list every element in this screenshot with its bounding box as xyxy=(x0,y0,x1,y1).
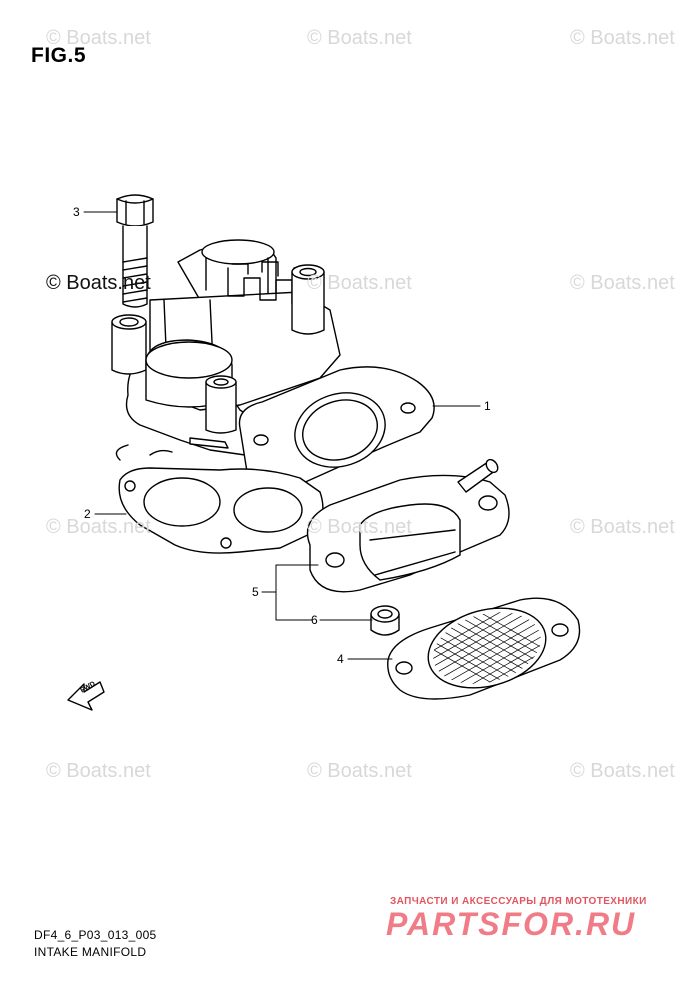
figure-title: FIG.5 xyxy=(31,44,87,67)
bolt-part[interactable] xyxy=(116,194,154,308)
watermark: © Boats.net xyxy=(570,760,675,782)
insulator-part[interactable] xyxy=(306,457,510,593)
watermark: © Boats.net xyxy=(46,27,151,49)
brand-logo[interactable]: PARTSFOR.RU xyxy=(386,906,637,942)
callout-2[interactable]: 2 xyxy=(84,507,91,521)
callout-3[interactable]: 3 xyxy=(73,205,80,219)
callout-5[interactable]: 5 xyxy=(252,585,259,599)
watermark: © Boats.net xyxy=(307,27,412,49)
fwd-arrow-icon xyxy=(67,681,105,711)
screen-gasket-part[interactable] xyxy=(387,578,581,722)
collar-part[interactable] xyxy=(370,605,400,636)
diagram-code: DF4_6_P03_013_005 xyxy=(34,928,157,942)
gasket-part[interactable] xyxy=(115,444,324,554)
leader-lines xyxy=(83,211,481,660)
watermark: © Boats.net xyxy=(570,27,675,49)
watermark: © Boats.net xyxy=(307,760,412,782)
callout-4[interactable]: 4 xyxy=(337,652,344,666)
watermark: © Boats.net xyxy=(570,272,675,294)
watermark: © Boats.net xyxy=(570,516,675,538)
callout-1[interactable]: 1 xyxy=(484,399,491,413)
watermark: © Boats.net xyxy=(307,516,412,538)
watermark: © Boats.net xyxy=(46,516,151,538)
callout-6[interactable]: 6 xyxy=(311,613,318,627)
brand-tagline: ЗАПЧАСТИ И АКСЕССУАРЫ ДЛЯ МОТОТЕХНИКИ xyxy=(390,896,647,907)
watermark-emphasized: © Boats.net xyxy=(46,272,151,294)
intake-manifold-part[interactable] xyxy=(111,239,435,492)
watermark: © Boats.net xyxy=(46,760,151,782)
diagram-caption: INTAKE MANIFOLD xyxy=(34,945,147,959)
watermark: © Boats.net xyxy=(307,272,412,294)
